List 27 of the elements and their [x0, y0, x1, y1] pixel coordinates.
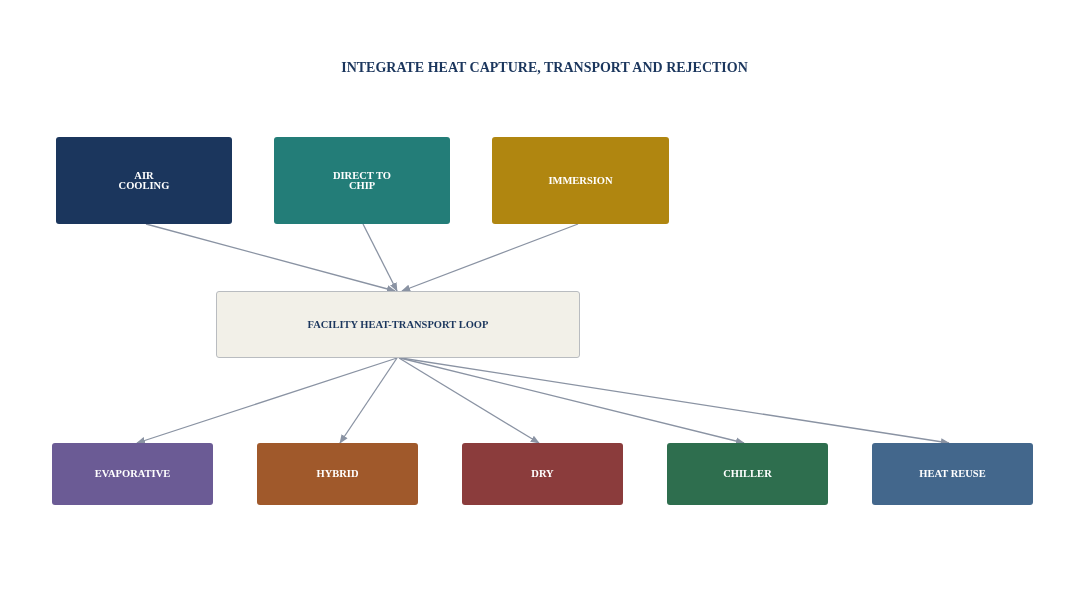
process-box: [274, 137, 450, 224]
arrow: [339, 357, 398, 444]
process-box: [462, 443, 623, 505]
process-box: [257, 443, 418, 505]
node-label: CHILLER: [723, 469, 772, 479]
diagram-title: INTEGRATE HEAT CAPTURE, TRANSPORT AND REJECTION: [340, 60, 749, 76]
process-box: [56, 137, 232, 224]
node-label: EVAPORATIVE: [94, 469, 171, 479]
node-label: DIRECT TO CHIP: [331, 170, 393, 191]
node-label: HEAT REUSE: [919, 469, 986, 479]
node-label: FACILITY HEAT-TRANSPORT LOOP: [307, 319, 489, 330]
node-label: IMMERSION: [548, 175, 613, 186]
arrow: [145, 223, 396, 293]
node-label: HYBRID: [316, 469, 359, 479]
arrow: [398, 357, 540, 444]
process-box: [216, 291, 580, 358]
arrow: [399, 357, 745, 445]
node-label: DRY: [531, 469, 554, 479]
arrow: [400, 357, 950, 446]
arrow: [401, 223, 579, 292]
node-label: AIR COOLING: [117, 170, 171, 191]
process-box: [872, 443, 1033, 505]
process-box: [667, 443, 828, 505]
arrow: [362, 223, 398, 292]
arrow: [136, 357, 398, 444]
process-box: [492, 137, 669, 224]
process-box: [52, 443, 213, 505]
